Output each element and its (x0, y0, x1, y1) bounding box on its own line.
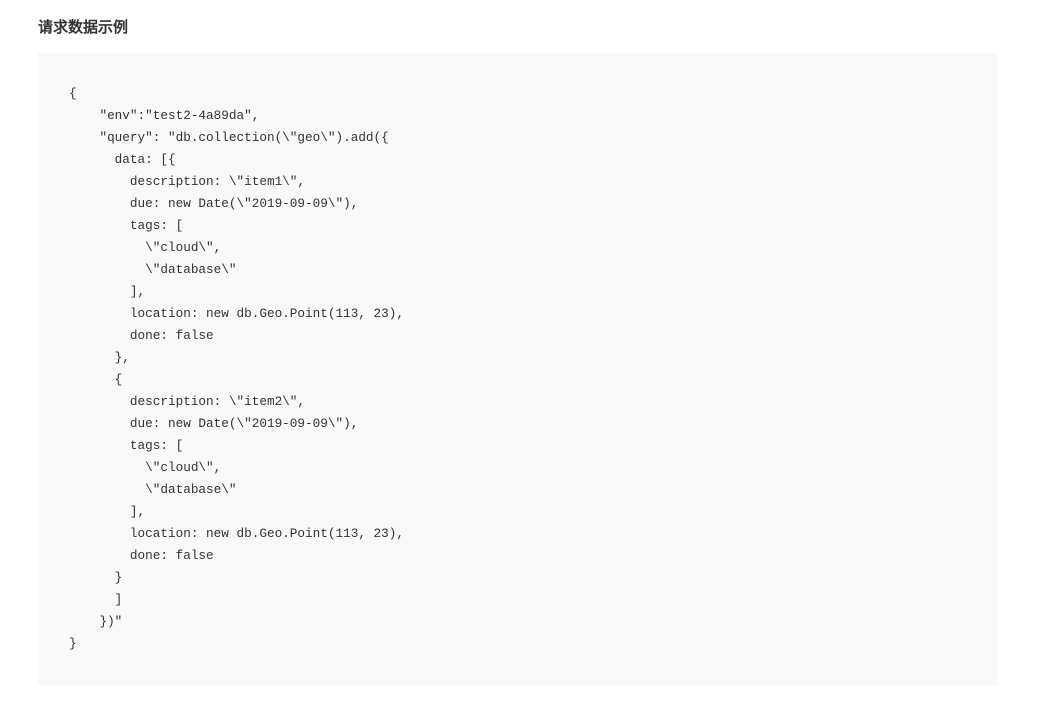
code-line: { (69, 86, 77, 101)
code-line: description: \"item2\", (69, 394, 306, 409)
code-block: { "env":"test2-4a89da", "query": "db.col… (38, 53, 998, 685)
code-line: ], (69, 284, 146, 299)
code-line: "query": "db.collection(\"geo\").add({ (69, 130, 389, 145)
code-line: due: new Date(\"2019-09-09\"), (69, 416, 359, 431)
code-line: }, (69, 350, 130, 365)
code-line: \"database\" (69, 482, 237, 497)
code-line: done: false (69, 548, 214, 563)
code-line: \"database\" (69, 262, 237, 277)
code-line: description: \"item1\", (69, 174, 306, 189)
code-line: tags: [ (69, 218, 184, 233)
code-line: \"cloud\", (69, 460, 222, 475)
code-line: ], (69, 504, 146, 519)
code-line: tags: [ (69, 438, 184, 453)
code-line: done: false (69, 328, 214, 343)
code-line: \"cloud\", (69, 240, 222, 255)
code-line: })" (69, 614, 123, 629)
code-line: location: new db.Geo.Point(113, 23), (69, 306, 405, 321)
code-line: location: new db.Geo.Point(113, 23), (69, 526, 405, 541)
code-line: data: [{ (69, 152, 176, 167)
code-line: } (69, 636, 77, 651)
code-line: "env":"test2-4a89da", (69, 108, 260, 123)
code-line: ] (69, 592, 123, 607)
section-title: 请求数据示例 (38, 18, 129, 36)
code-line: { (69, 372, 123, 387)
code-line: } (69, 570, 123, 585)
code-line: due: new Date(\"2019-09-09\"), (69, 196, 359, 211)
